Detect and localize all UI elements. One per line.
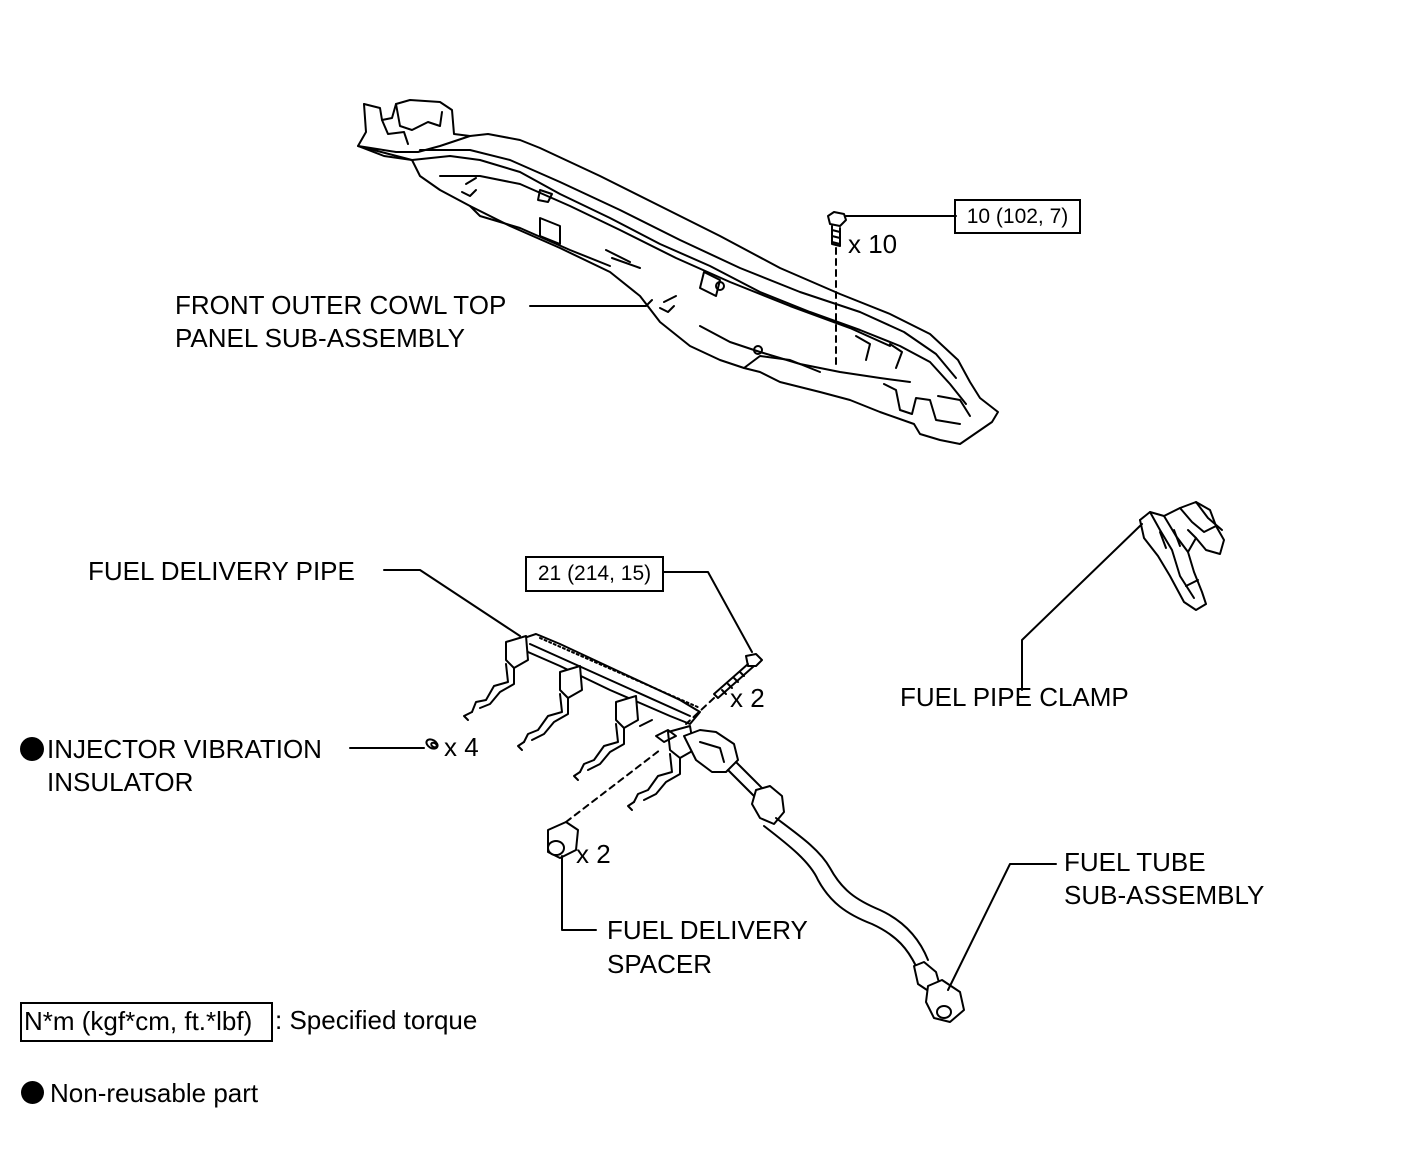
cowl-label-line2: PANEL SUB-ASSEMBLY [175, 323, 465, 353]
insulator-drawing [425, 738, 439, 750]
legend-torque-box: N*m (kgf*cm, ft.*lbf) [20, 1002, 273, 1042]
insulator-label-line1: INJECTOR VIBRATION [47, 734, 322, 764]
cowl-torque-box: 10 (102, 7) [954, 199, 1081, 234]
cowl-top-panel-drawing [357, 99, 999, 445]
delivery-pipe-label: FUEL DELIVERY PIPE [88, 556, 355, 586]
fuel-tube-label-line2: SUB-ASSEMBLY [1064, 880, 1265, 910]
cowl-bolt-drawing [827, 211, 847, 369]
pipe-torque-value: 21 (214, 15) [537, 562, 652, 585]
clamp-label: FUEL PIPE CLAMP [900, 682, 1129, 712]
clamp-leader [1021, 523, 1143, 691]
fuel-tube-label-line1: FUEL TUBE [1064, 847, 1206, 877]
fuel-delivery-pipe-drawing [463, 633, 739, 811]
cowl-label-leader [529, 299, 653, 307]
fuel-tube-leader [947, 863, 1057, 991]
spacer-drawing [547, 749, 661, 859]
non-reusable-marker-icon [20, 737, 44, 761]
legend-torque-desc: : Specified torque [275, 1005, 478, 1035]
fuel-pipe-clamp-drawing [1139, 501, 1225, 611]
spacer-leader [561, 855, 597, 931]
fuel-tube-drawing [727, 761, 965, 1023]
spacer-qty-label: x 2 [576, 839, 611, 869]
legend-non-reusable-icon [21, 1081, 44, 1104]
spacer-label-line2: SPACER [607, 949, 712, 979]
pipe-torque-box: 21 (214, 15) [525, 556, 664, 592]
pipe-bolt-drawing [685, 653, 763, 725]
bolt-qty-label: x 2 [730, 683, 765, 713]
cowl-torque-value: 10 (102, 7) [966, 205, 1069, 228]
cowl-label-line1: FRONT OUTER COWL TOP [175, 290, 507, 320]
spacer-label-line1: FUEL DELIVERY [607, 915, 808, 945]
pipe-torque-leader [663, 571, 753, 653]
delivery-pipe-leader [383, 569, 521, 637]
insulator-label-line2: INSULATOR [47, 767, 194, 797]
insulator-qty-label: x 4 [444, 732, 479, 762]
legend-torque-unit: N*m (kgf*cm, ft.*lbf) [24, 1006, 253, 1036]
legend-non-reusable-desc: Non-reusable part [50, 1078, 259, 1108]
cowl-qty-label: x 10 [848, 229, 898, 259]
